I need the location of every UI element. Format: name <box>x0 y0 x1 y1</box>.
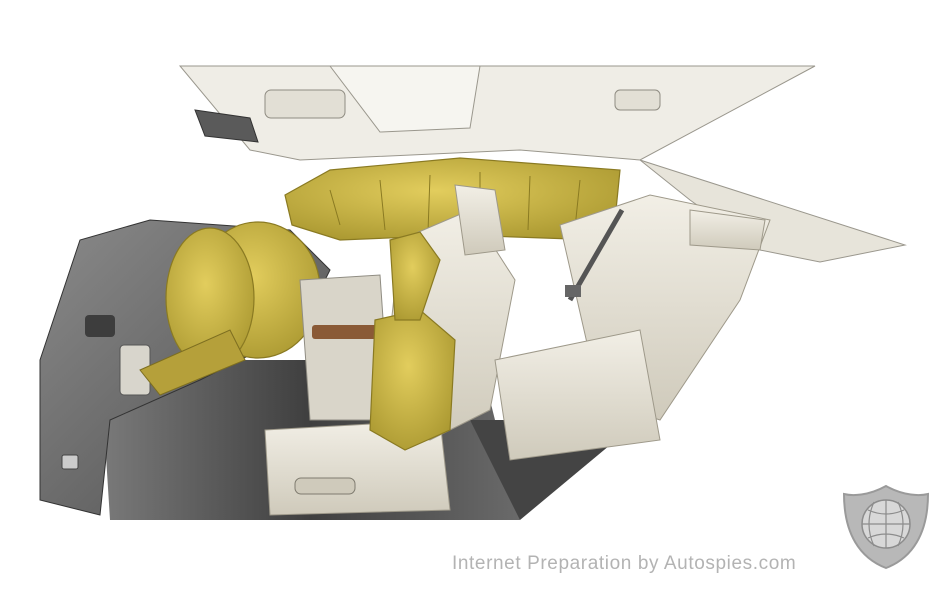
air-vent <box>85 315 115 337</box>
rear-headrest <box>689 209 766 251</box>
lower-switch <box>61 454 79 470</box>
front-headrest <box>454 184 506 256</box>
sunroof-frame <box>328 65 481 133</box>
front-side-airbag-upper <box>389 231 441 321</box>
steering-column <box>139 329 246 396</box>
rear-seat-cushion <box>494 329 661 461</box>
seat-adjust-switch <box>294 477 356 495</box>
wood-trim <box>312 325 382 339</box>
watermark-text: Internet Preparation by Autospies.com <box>452 553 797 574</box>
globe-shield-icon <box>842 484 930 570</box>
rear-view-mirror <box>194 109 259 143</box>
side-seat-airbag <box>369 309 456 451</box>
rear-parcel-shelf <box>639 159 907 263</box>
seat-belt-buckle <box>565 285 581 297</box>
overhead-console <box>264 89 346 119</box>
rear-dome-light <box>614 89 661 111</box>
